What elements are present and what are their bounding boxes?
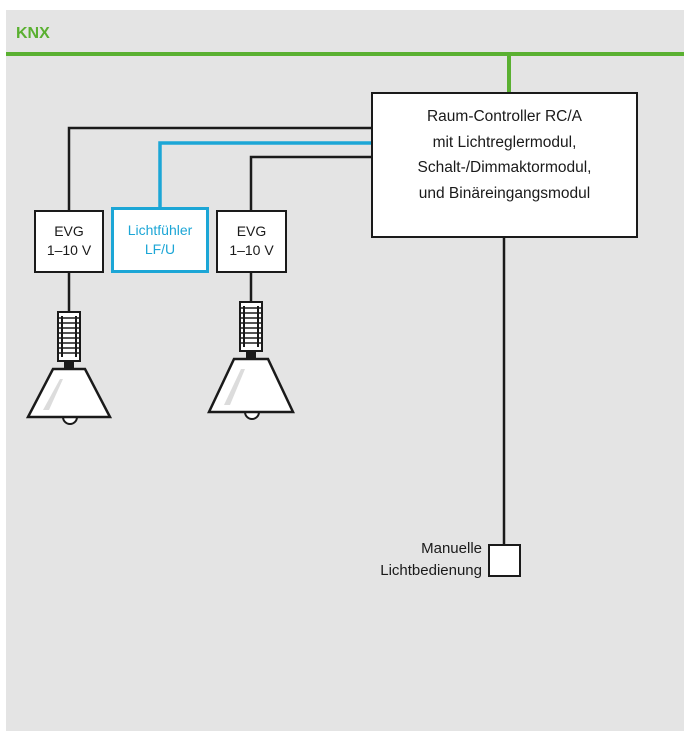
ballast-voltage: 1–10 V xyxy=(229,242,274,258)
wire-ballast-left xyxy=(67,126,371,210)
light-sensor-box: Lichtfühler LF/U xyxy=(111,207,209,273)
controller-line: Schalt-/Dimmaktormodul, xyxy=(417,159,592,176)
manual-control-label: Manuelle Lichtbedienung xyxy=(282,538,482,582)
manual-control-line: Lichtbedienung xyxy=(380,562,482,579)
controller-line: Raum-Controller RC/A xyxy=(426,108,583,125)
room-controller-box: Raum-Controller RC/A mit Lichtreglermodu… xyxy=(371,92,638,238)
sensor-model: LF/U xyxy=(144,241,176,257)
lamp-icon xyxy=(25,311,113,425)
ballast-voltage: 1–10 V xyxy=(46,242,92,258)
ballast-box-right: EVG 1–10 V xyxy=(216,210,287,273)
ballast-label: EVG xyxy=(54,223,84,239)
controller-line: und Binäreingangsmodul xyxy=(418,184,591,202)
wire-light-sensor xyxy=(158,141,371,207)
manual-switch-box xyxy=(488,544,521,577)
ballast-label: EVG xyxy=(236,223,267,239)
controller-line: mit Lichtreglermodul, xyxy=(432,133,577,151)
knx-bus-label: KNX xyxy=(16,25,50,42)
sensor-label: Lichtfühler xyxy=(127,222,193,238)
wire-ballast-right xyxy=(249,155,371,210)
lamp-icon xyxy=(207,301,295,420)
manual-control-line: Manuelle xyxy=(421,540,482,557)
ballast-box-left: EVG 1–10 V xyxy=(34,210,104,273)
